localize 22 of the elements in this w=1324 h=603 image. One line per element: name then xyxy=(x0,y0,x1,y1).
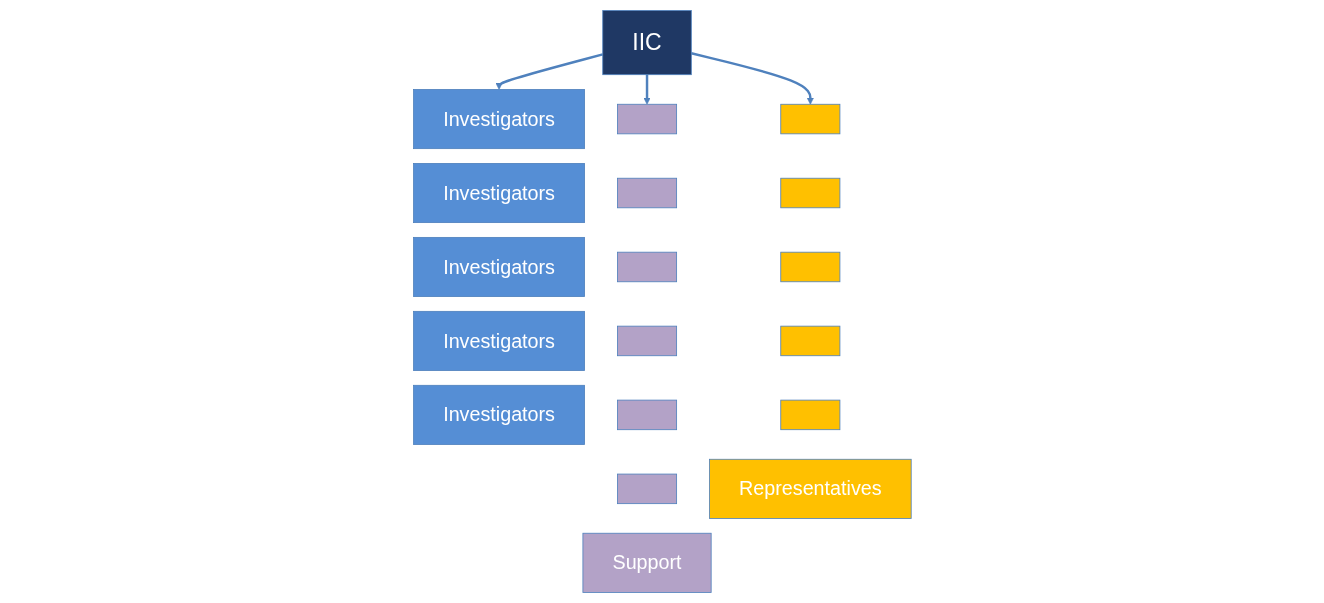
node-box xyxy=(616,399,677,431)
node-box xyxy=(616,103,677,135)
node-box: Investigators xyxy=(412,384,585,445)
node-box: IIC xyxy=(601,10,692,76)
arrow xyxy=(643,74,651,105)
node-box: Representatives xyxy=(708,458,912,519)
node-box: Investigators xyxy=(412,310,585,371)
node-box xyxy=(779,177,840,209)
node-box xyxy=(616,325,677,357)
arrow xyxy=(495,53,603,90)
node-box xyxy=(616,177,677,209)
node-box xyxy=(616,251,677,283)
node-box xyxy=(616,473,677,505)
node-box: Investigators xyxy=(412,237,585,297)
node-box: Investigators xyxy=(412,89,585,150)
node-box: Support xyxy=(582,532,712,593)
node-box xyxy=(779,103,840,135)
node-box xyxy=(779,399,840,431)
node-box xyxy=(779,325,840,357)
node-box xyxy=(779,251,840,283)
arrow xyxy=(690,52,814,105)
node-box: Investigators xyxy=(412,163,585,223)
